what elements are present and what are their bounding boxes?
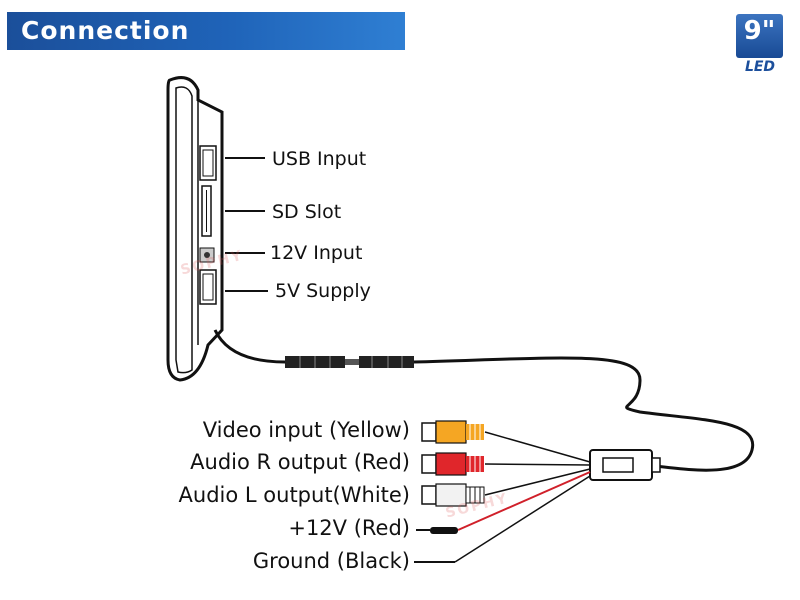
port-label-usb-input: USB Input	[272, 148, 367, 170]
port-label-12v-input: 12V Input	[270, 242, 363, 264]
cable-label-audio-l: Audio L output(White)	[178, 483, 410, 507]
rca-audio-l-connector	[421, 483, 485, 507]
cable-label-audio-r: Audio R output (Red)	[190, 450, 410, 474]
monitor-side-view	[166, 76, 224, 382]
page-title: Connection	[21, 16, 190, 45]
cable-label-video: Video input (Yellow)	[202, 418, 410, 442]
usb-supply-port-icon	[199, 269, 217, 305]
splitter-box	[589, 449, 661, 481]
main-cable	[213, 329, 286, 364]
header-banner: Connection	[7, 12, 405, 50]
inline-connector	[285, 356, 414, 368]
cable-label-12v: +12V (Red)	[288, 516, 410, 540]
rca-video-connector	[421, 420, 484, 444]
rca-audio-r-connector	[421, 452, 484, 476]
port-label-5v-supply: 5V Supply	[275, 280, 371, 302]
screen-size-label: 9"	[743, 16, 776, 46]
screen-type-label: LED	[744, 59, 776, 75]
usb-port-icon	[199, 145, 217, 181]
power-12v-wire	[416, 527, 458, 534]
cable-label-ground: Ground (Black)	[252, 549, 410, 573]
screen-size-badge: 9"	[736, 14, 783, 58]
port-label-sd-slot: SD Slot	[272, 201, 342, 223]
